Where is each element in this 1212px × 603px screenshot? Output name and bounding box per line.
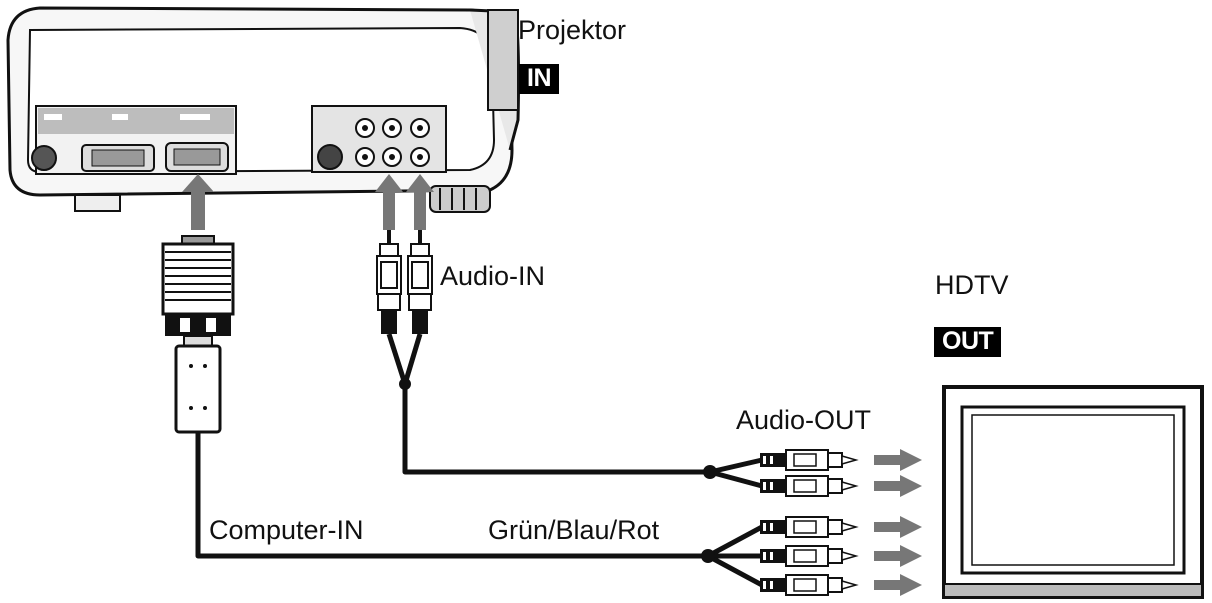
audio-y-split-node [399, 378, 411, 390]
audio-in-label: Audio-IN [440, 261, 546, 291]
arrow-to-hdtv [874, 449, 922, 471]
vga-plug [161, 235, 235, 347]
arrow-into-audio-right [406, 174, 434, 230]
hdtv-set [942, 385, 1204, 599]
audio-in-plugs [376, 230, 433, 334]
arrow-into-vga [182, 174, 214, 230]
audio-out-label: Audio-OUT [736, 405, 872, 435]
projector-av-panel [311, 105, 447, 173]
rca-plugs [760, 449, 859, 596]
ferrite-core [174, 344, 222, 434]
projector-label: Projektor [518, 15, 627, 45]
rca-plug [760, 516, 859, 538]
arrow-to-hdtv [874, 545, 922, 567]
projector-input-panel [31, 105, 237, 175]
arrow-to-hdtv [874, 516, 922, 538]
rca-plug [760, 545, 859, 567]
arrow-to-hdtv [874, 475, 922, 497]
rca-plug [760, 475, 859, 497]
arrows-to-hdtv [874, 449, 922, 596]
audio-out-split-node [703, 465, 717, 479]
projector-in-badge: IN [519, 64, 559, 94]
rca-plug [760, 449, 859, 471]
component-split-node [701, 549, 715, 563]
cables [195, 333, 764, 588]
rca-plug [760, 574, 859, 596]
component-label: Grün/Blau/Rot [488, 515, 660, 545]
hdtv-label: HDTV [935, 270, 1009, 300]
arrow-into-audio-left [375, 174, 403, 230]
hdtv-out-badge: OUT [934, 327, 1002, 357]
arrow-to-hdtv [874, 574, 922, 596]
svideo-port-left [31, 145, 57, 171]
computer-in-label: Computer-IN [209, 515, 364, 545]
